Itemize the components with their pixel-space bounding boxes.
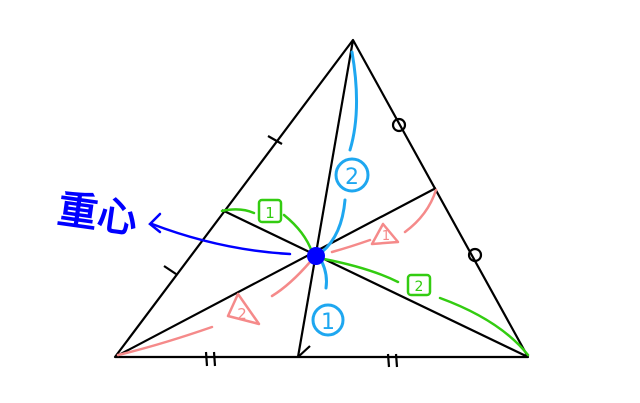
green-ratio-2: 2 — [415, 279, 424, 295]
arrow-head — [148, 212, 162, 234]
triangle — [113, 38, 530, 359]
green-ratio-1: 1 — [265, 204, 275, 222]
green-ratio-marks — [220, 198, 530, 357]
pink-ratio-2: 2 — [237, 305, 247, 323]
pink-ratio-1: 1 — [382, 229, 390, 244]
median-right — [221, 209, 529, 358]
blue-ratio-marks — [311, 50, 370, 337]
centroid-point — [307, 247, 325, 265]
centroid-arrow — [150, 222, 292, 256]
tick-marks — [163, 117, 483, 368]
median-top — [296, 39, 355, 358]
pink-ratio-marks — [116, 188, 438, 357]
blue-ratio-1: 1 — [321, 310, 335, 335]
median-left — [114, 187, 437, 358]
centroid-label: 重心 — [55, 186, 141, 243]
blue-ratio-2: 2 — [345, 165, 359, 190]
